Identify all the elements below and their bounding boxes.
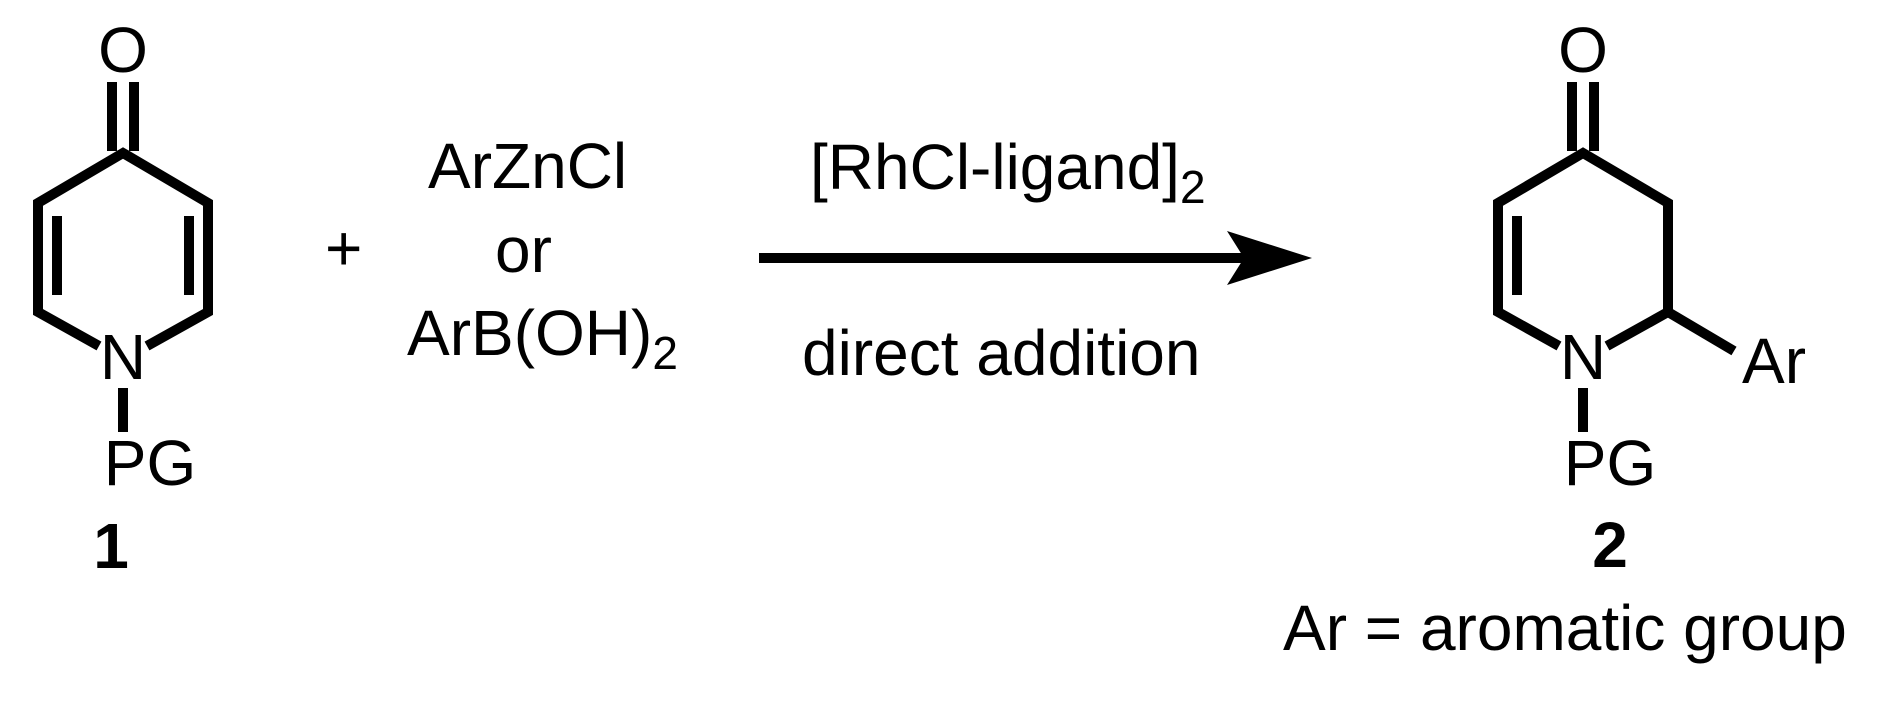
product-compound-number: 2 xyxy=(1592,509,1628,581)
reactant-ring-bonds xyxy=(33,147,213,351)
reactant-nitrogen-label: N xyxy=(100,321,146,393)
product-nitrogen-label: N xyxy=(1560,321,1606,393)
product-protecting-group-label: PG xyxy=(1564,427,1656,499)
plus-sign: + xyxy=(325,212,363,284)
reagent-arboh2-main: ArB(OH) xyxy=(407,297,653,369)
catalyst-label: [RhCl-ligand]2 xyxy=(810,135,1206,210)
product-c2-aryl-bond xyxy=(1665,307,1737,356)
catalyst-main: [RhCl-ligand] xyxy=(810,131,1180,203)
reactant-protecting-group-label: PG xyxy=(104,427,196,499)
reagent-line-arzncl: ArZnCl xyxy=(428,130,628,202)
reagent-arboh2-subscript: 2 xyxy=(652,327,678,379)
footnote-ar-definition: Ar = aromatic group xyxy=(1283,592,1847,664)
reactant-structure: O N PG 1 xyxy=(33,14,213,582)
reactant-compound-number: 1 xyxy=(93,510,129,582)
reaction-arrow xyxy=(759,231,1312,285)
reagent-line-arboh2: ArB(OH)2 xyxy=(407,301,678,376)
reaction-arrow-head xyxy=(1227,231,1312,285)
reagent-line-or: or xyxy=(495,214,552,286)
catalyst-subscript: 2 xyxy=(1179,161,1206,213)
product-structure: O N Ar PG 2 xyxy=(1493,14,1806,581)
reactant-oxygen-label: O xyxy=(98,14,148,86)
product-oxygen-label: O xyxy=(1558,14,1608,86)
product-aryl-label: Ar xyxy=(1742,325,1806,397)
product-ring-bonds xyxy=(1493,147,1673,351)
condition-below-arrow: direct addition xyxy=(802,317,1201,389)
